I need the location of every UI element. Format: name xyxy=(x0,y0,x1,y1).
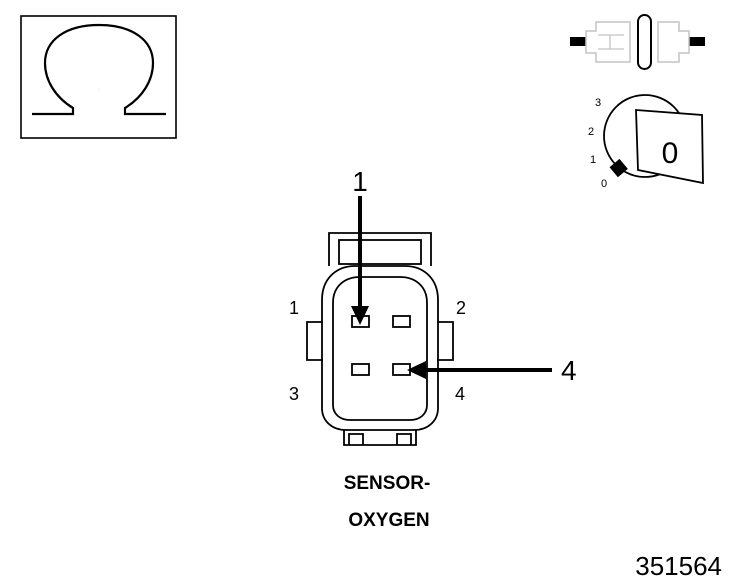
ignition-position-3: 3 xyxy=(595,97,601,109)
ignition-position-1: 1 xyxy=(590,154,596,166)
ohm-symbol: Ω xyxy=(99,89,100,91)
pin-cavity-2 xyxy=(392,315,411,328)
connector-name-line2: OXYGEN xyxy=(348,510,429,531)
ignition-position-0: 0 xyxy=(601,178,607,190)
pin-label-1: 1 xyxy=(289,298,299,318)
probe-arrow-1 xyxy=(351,196,369,325)
pin-cavity-4 xyxy=(392,363,411,376)
ignition-switch-icon: 3 2 1 0 0 xyxy=(588,94,704,190)
pin-label-4: 4 xyxy=(455,384,465,404)
callout-1: 1 xyxy=(352,166,368,197)
ohmmeter-icon: Ω xyxy=(20,15,177,139)
pin-label-2: 2 xyxy=(456,298,466,318)
probe-arrow-4 xyxy=(407,361,552,379)
connector-name-line1: SENSOR- xyxy=(344,473,431,494)
figure-number: 351564 xyxy=(635,551,722,581)
oxygen-sensor-connector xyxy=(306,232,454,446)
ignition-key-label: 0 xyxy=(662,137,679,170)
disconnect-icon xyxy=(570,14,705,70)
ignition-position-2: 2 xyxy=(588,126,594,138)
pin-cavity-3 xyxy=(351,363,370,376)
callout-4: 4 xyxy=(561,355,577,386)
pin-label-3: 3 xyxy=(289,384,299,404)
